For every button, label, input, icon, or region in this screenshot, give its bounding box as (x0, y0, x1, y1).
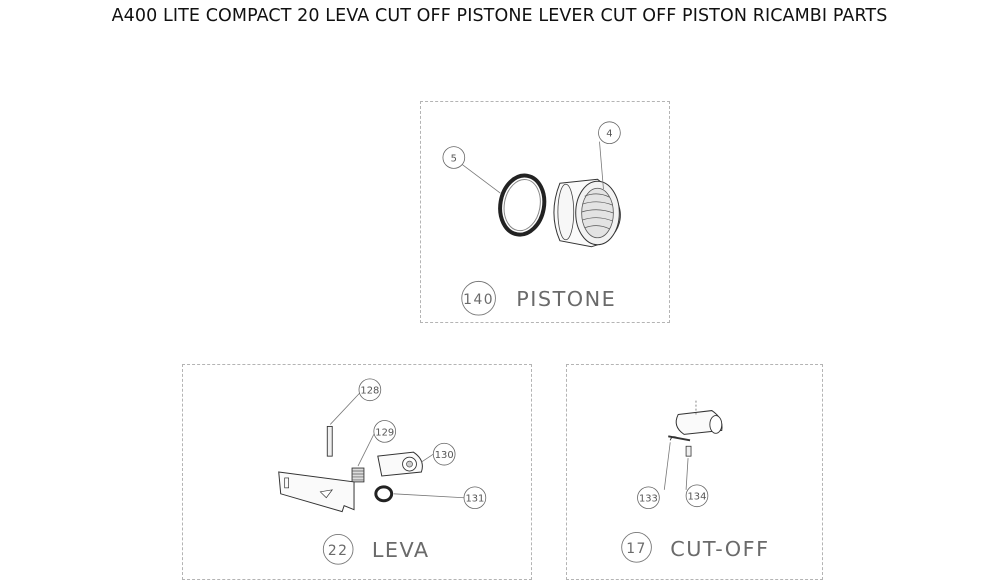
svg-text:129: 129 (375, 427, 394, 438)
svg-text:128: 128 (360, 386, 379, 397)
callout-130: 130 (432, 442, 456, 466)
lever-part (377, 451, 423, 477)
svg-text:4: 4 (606, 129, 612, 140)
spring-133-part (668, 435, 691, 442)
callout-4: 4 (598, 121, 621, 145)
group-label-pistone: 140 PISTONE (461, 280, 616, 316)
panel-cutoff: 133 134 17 CUT-OFF (566, 364, 823, 580)
piston-ring-part (498, 173, 547, 237)
leva-drawing: 128 129 130 131 22 LEVA (278, 378, 487, 565)
cutoff-body-part (675, 400, 723, 435)
group-number: 17 (626, 541, 647, 557)
pin-134-part (685, 445, 692, 457)
callout-128: 128 (358, 378, 382, 402)
piston-body-part (553, 178, 621, 248)
svg-text:130: 130 (435, 450, 454, 461)
group-name: CUT-OFF (670, 537, 769, 561)
panel-leva: 128 129 130 131 22 LEVA (182, 364, 532, 580)
callout-5: 5 (442, 146, 466, 169)
bushing-part (374, 485, 394, 503)
group-label-leva: 22 LEVA (322, 533, 430, 565)
callout-134: 134 (685, 484, 709, 508)
group-number: 22 (328, 543, 349, 559)
group-label-cutoff: 17 CUT-OFF (621, 531, 769, 563)
pin-part (326, 425, 333, 457)
group-name: PISTONE (516, 287, 616, 311)
lever-plate-part (278, 471, 355, 513)
group-name: LEVA (372, 538, 430, 562)
callout-131: 131 (463, 486, 487, 510)
pistone-drawing: 5 4 140 PISTONE (442, 121, 621, 316)
panel-pistone: 5 4 140 PISTONE (420, 101, 670, 323)
callout-133: 133 (637, 486, 660, 510)
svg-text:133: 133 (639, 494, 658, 505)
group-number: 140 (463, 292, 494, 308)
page-title: A400 LITE COMPACT 20 LEVA CUT OFF PISTON… (111, 6, 888, 26)
callout-129: 129 (373, 420, 397, 443)
spring-part (351, 467, 365, 483)
svg-text:134: 134 (688, 492, 707, 503)
svg-text:131: 131 (465, 494, 484, 505)
cutoff-drawing: 133 134 17 CUT-OFF (621, 400, 769, 563)
svg-text:5: 5 (451, 153, 457, 164)
